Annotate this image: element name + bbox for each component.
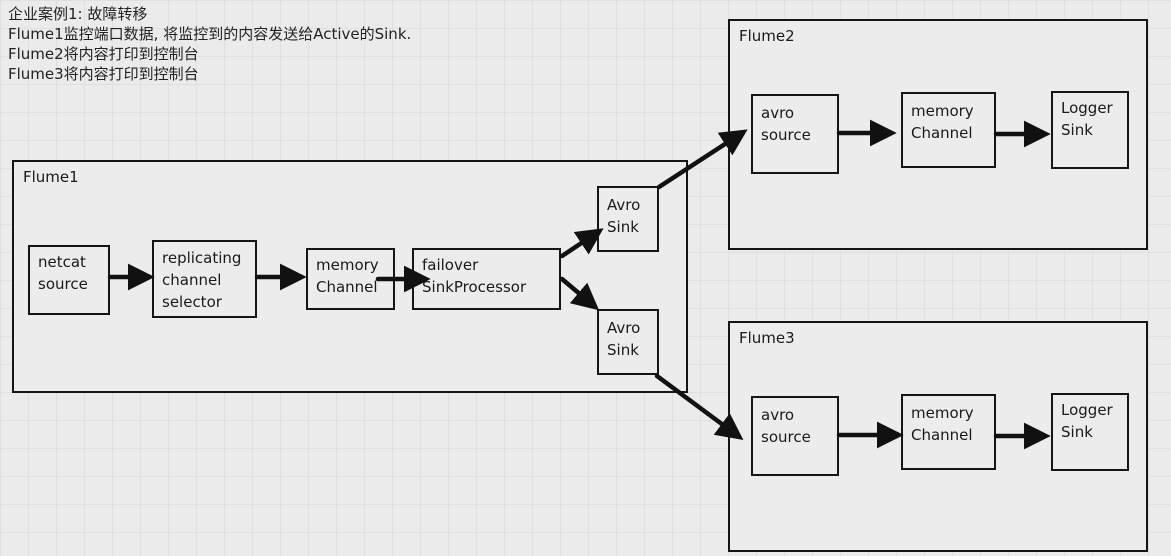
node-label: Avro xyxy=(607,319,641,337)
flume2-memory-channel-node: memory Channel xyxy=(901,92,996,168)
node-label: memory xyxy=(911,404,974,422)
avro-sink-1-node: Avro Sink xyxy=(597,186,659,252)
memory-channel-node: memory Channel xyxy=(306,248,395,310)
node-label: channel xyxy=(162,271,222,289)
flume1-title: Flume1 xyxy=(23,168,79,186)
node-label: memory xyxy=(911,102,974,120)
node-label: Sink xyxy=(607,341,639,359)
node-label: netcat xyxy=(38,253,86,271)
node-label: source xyxy=(38,275,88,293)
description-notes: 企业案例1: 故障转移 Flume1监控端口数据, 将监控到的内容发送给Acti… xyxy=(8,4,411,84)
edge-sink1-to-flume2 xyxy=(656,129,748,190)
node-label: Channel xyxy=(911,124,973,142)
notes-line: Flume1监控端口数据, 将监控到的内容发送给Active的Sink. xyxy=(8,25,412,43)
notes-line: Flume2将内容打印到控制台 xyxy=(8,45,199,63)
flume2-title: Flume2 xyxy=(739,27,795,45)
node-label: Logger xyxy=(1061,401,1113,419)
node-label: source xyxy=(761,428,811,446)
netcat-source-node: netcat source xyxy=(28,245,110,315)
node-label: source xyxy=(761,126,811,144)
node-label: selector xyxy=(162,293,222,311)
flume3-title: Flume3 xyxy=(739,329,795,347)
edge-sink2-to-flume3 xyxy=(654,373,744,441)
node-label: Channel xyxy=(911,426,973,444)
flume3-avro-source-node: avro source xyxy=(751,396,839,476)
replicating-channel-selector-node: replicating channel selector xyxy=(152,240,257,318)
notes-line: Flume3将内容打印到控制台 xyxy=(8,65,199,83)
failover-sink-processor-node: failover SinkProcessor xyxy=(412,248,561,310)
node-label: Sink xyxy=(1061,121,1093,139)
node-label: memory xyxy=(316,256,379,274)
node-label: avro xyxy=(761,104,795,122)
node-label: failover xyxy=(422,256,479,274)
node-label: Logger xyxy=(1061,99,1113,117)
node-label: Sink xyxy=(607,218,639,236)
edge-processor-to-sink2 xyxy=(559,276,600,311)
flume2-avro-source-node: avro source xyxy=(751,94,839,174)
node-label: Avro xyxy=(607,196,641,214)
node-label: SinkProcessor xyxy=(422,278,527,296)
flume3-logger-sink-node: Logger Sink xyxy=(1051,393,1129,471)
node-label: Channel xyxy=(316,278,378,296)
node-label: Sink xyxy=(1061,423,1093,441)
edge-processor-to-sink1 xyxy=(559,228,604,259)
flume2-logger-sink-node: Logger Sink xyxy=(1051,91,1129,169)
node-label: replicating xyxy=(162,249,242,267)
node-label: avro xyxy=(761,406,795,424)
notes-title: 企业案例1: 故障转移 xyxy=(8,5,148,23)
avro-sink-2-node: Avro Sink xyxy=(597,309,659,375)
flume3-memory-channel-node: memory Channel xyxy=(901,394,996,470)
